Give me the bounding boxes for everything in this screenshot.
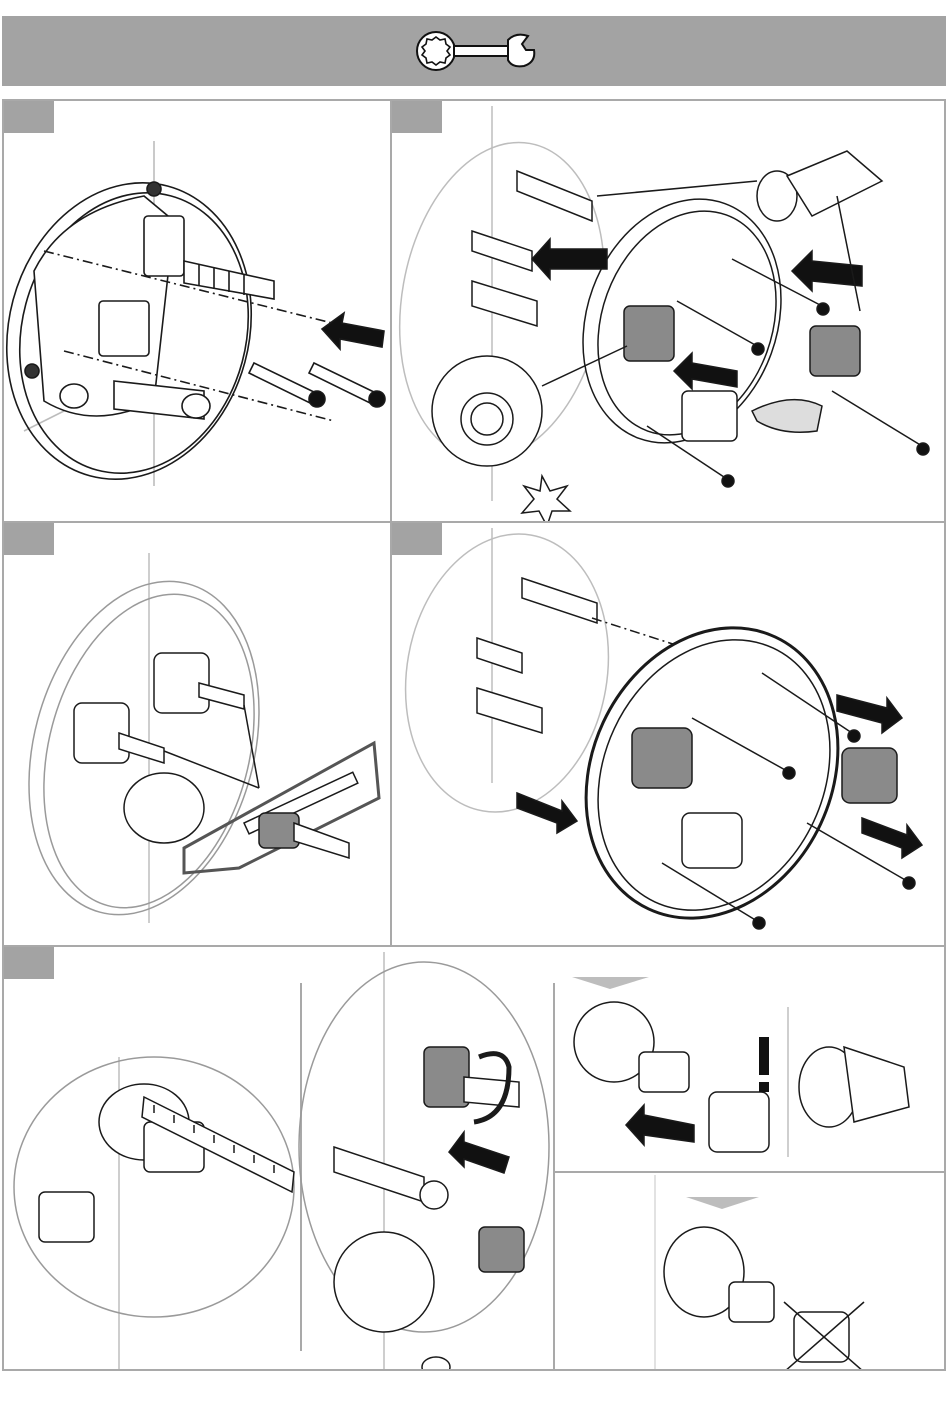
remove-screws-illustration [4, 101, 392, 523]
step-1-panel [2, 99, 392, 523]
step-2-panel [390, 99, 946, 523]
wrench-icon [412, 26, 542, 76]
reassemble-plate-illustration [392, 523, 946, 947]
step-3-panel [2, 521, 392, 947]
step-4-panel [390, 521, 946, 947]
step-5-panel: ! [2, 945, 946, 1371]
measure-and-fit-nuts-illustration [4, 947, 946, 1371]
cut-extension-illustration [4, 523, 392, 947]
remove-covers-illustration [392, 101, 946, 523]
header-bar [2, 16, 946, 86]
